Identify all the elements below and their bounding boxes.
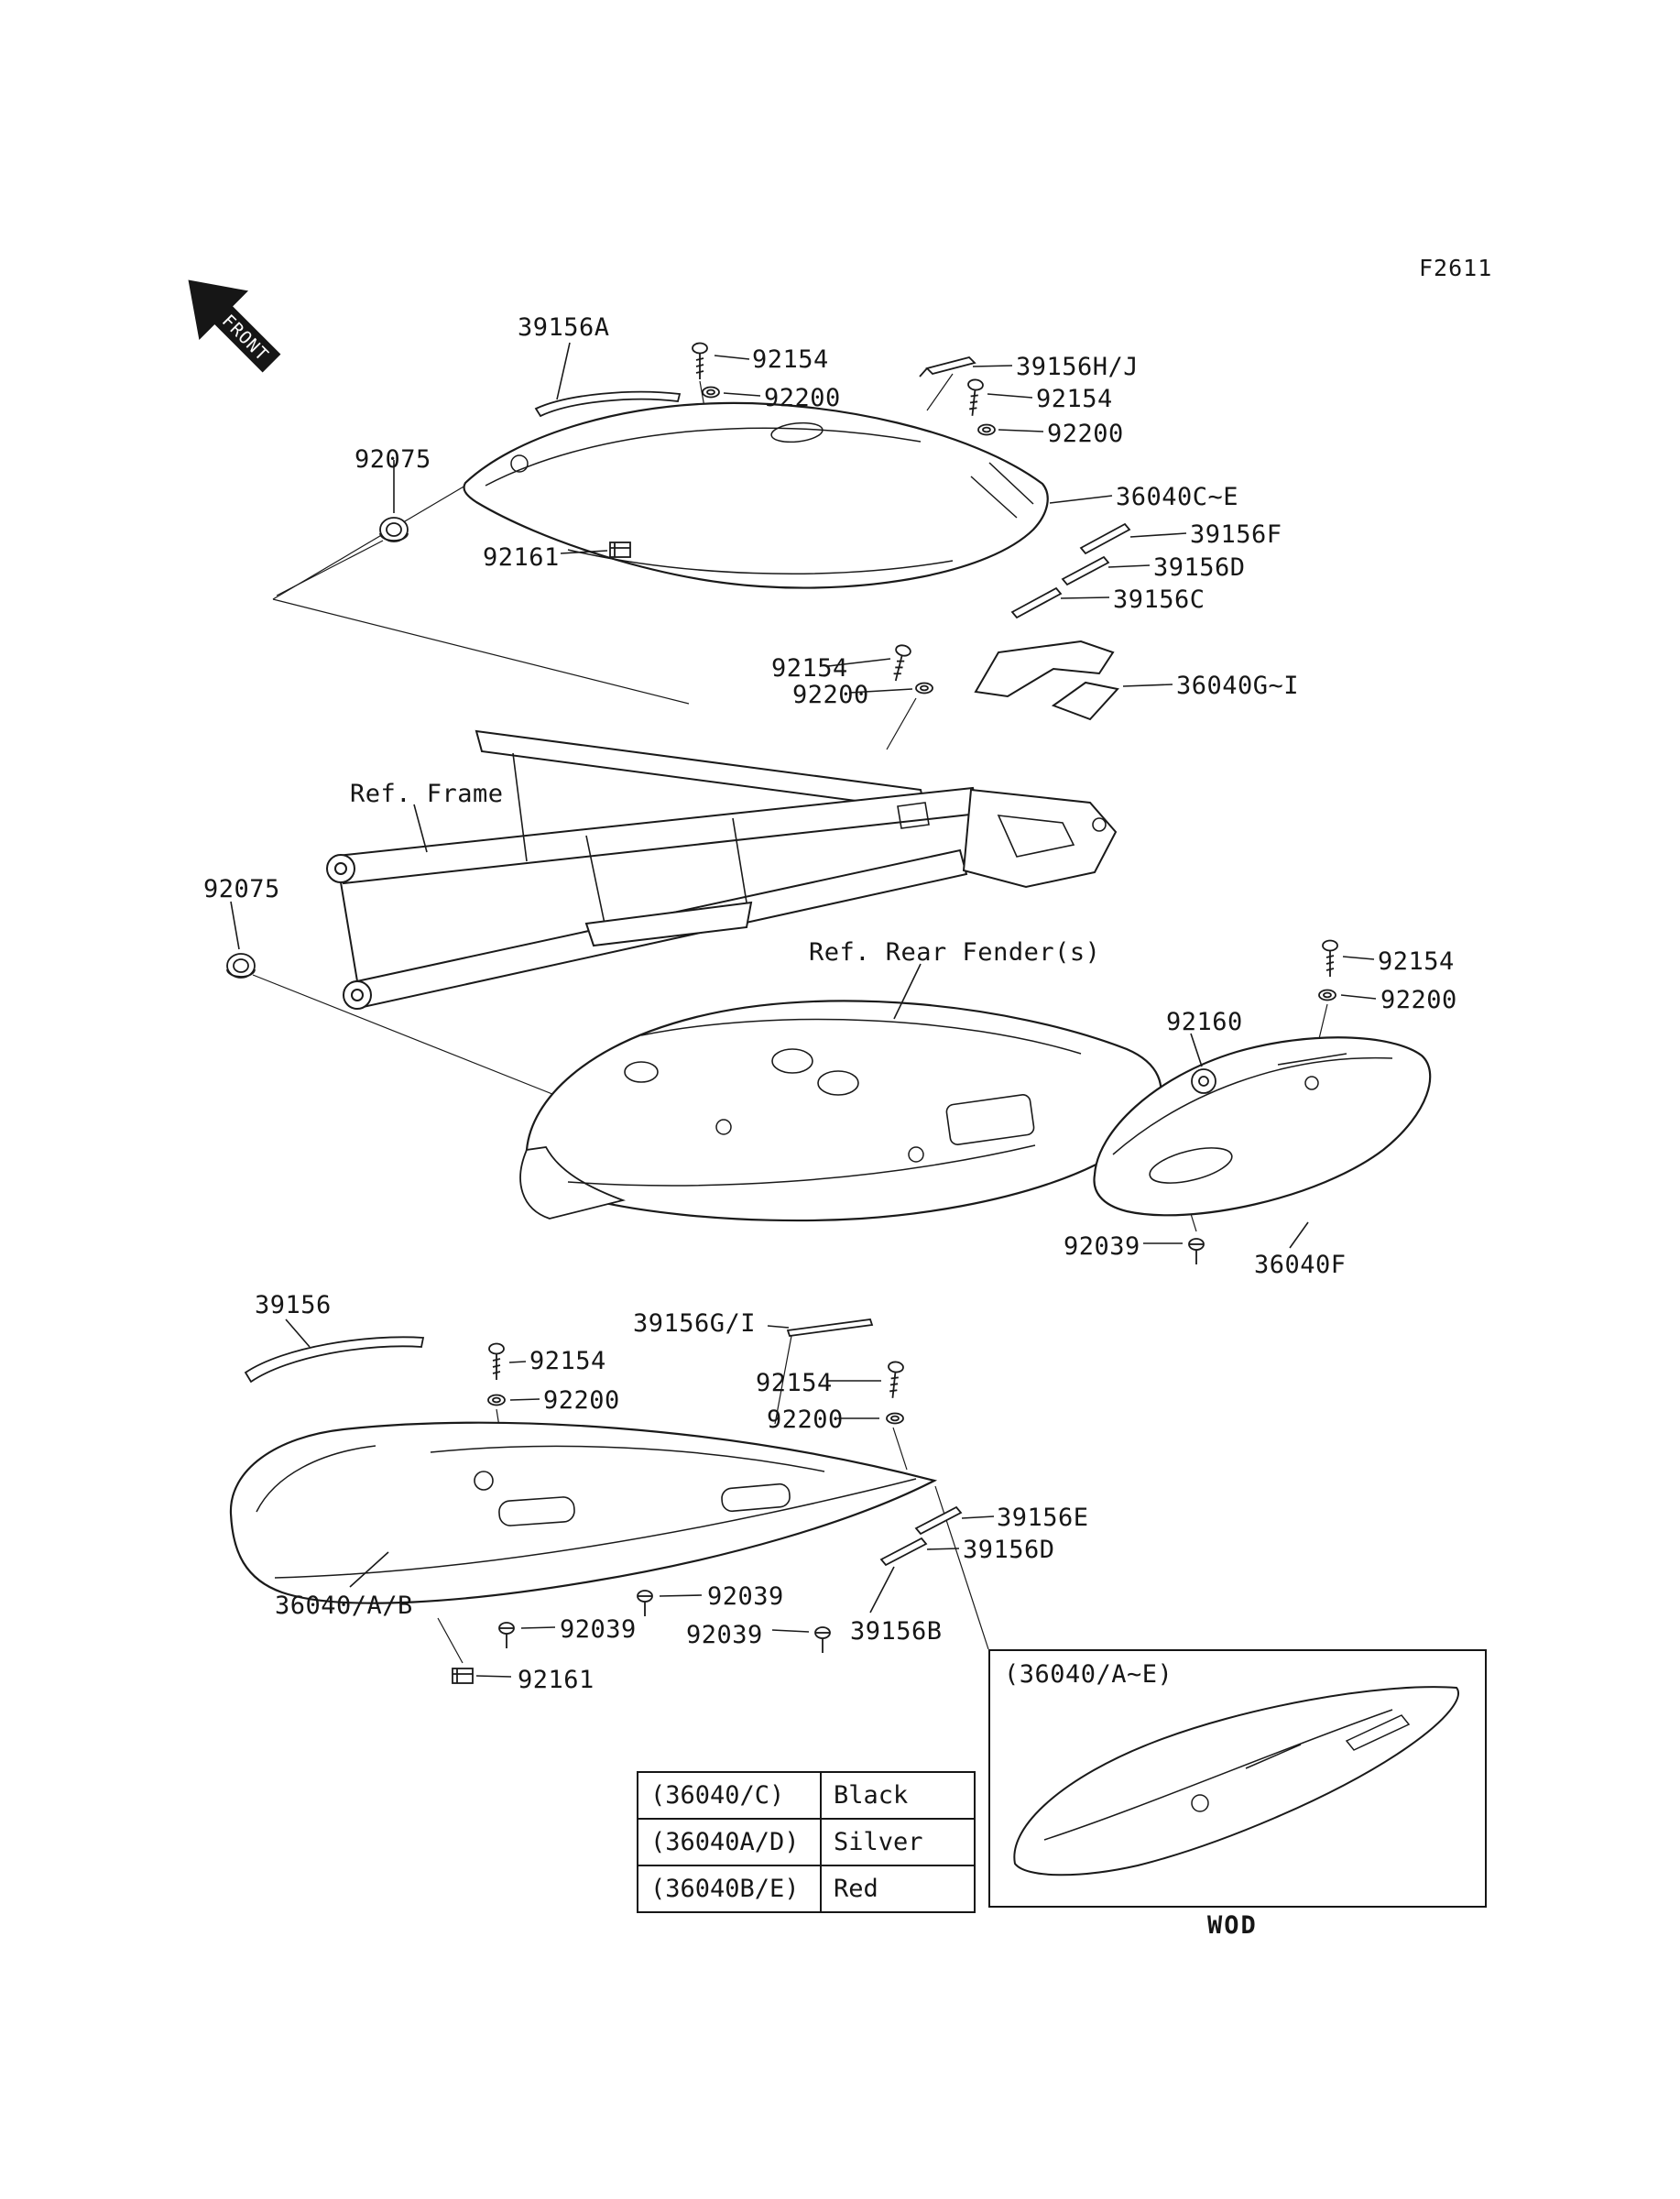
part-label-92154: 92154 [771,654,848,683]
part-label-39156D: 39156D [963,1536,1055,1564]
trim-strip-39156HJ [919,356,976,377]
washer-icon [702,386,720,399]
model-cell: (36040A/D) [637,1818,822,1866]
part-label-92161: 92161 [483,543,560,572]
model-cell: (36040/C) [637,1771,822,1820]
color-table-row: (36040A/D) Silver [637,1818,976,1866]
ref-label-frame: Ref. Frame [350,780,504,808]
part-label-92075: 92075 [203,875,280,903]
washer-icon [487,1394,506,1406]
part-label-92154: 92154 [529,1347,606,1375]
leader-lines [230,342,1377,1678]
trim-strips-upper-right [1010,522,1131,619]
part-label-92200: 92200 [1047,420,1124,448]
trim-strip-39156 [244,1336,425,1384]
part-label-39156A: 39156A [518,313,610,342]
bolt-icon [814,1626,831,1654]
color-cell: Black [820,1771,976,1820]
part-label-36040GI: 36040G~I [1176,672,1300,700]
part-label-92200: 92200 [1380,986,1457,1014]
grommet-icon [226,953,256,979]
damper-icon [1191,1068,1216,1094]
part-label-36040AB: 36040/A/B [275,1592,413,1620]
inset-box [988,1649,1487,1908]
part-label-39156B: 39156B [850,1617,943,1646]
color-cell: Red [820,1865,976,1913]
part-label-39156F: 39156F [1190,520,1282,549]
inset-cover-drawing [1013,1686,1459,1876]
part-label-92154: 92154 [752,345,829,374]
color-table-row: (36040/C) Black [637,1771,976,1820]
screw-icon [1322,939,1338,978]
bolt-icon [1188,1238,1205,1265]
part-label-92200: 92200 [764,384,841,412]
part-label-39156C: 39156C [1113,585,1205,614]
grommet-icon [379,517,409,542]
part-label-39156E: 39156E [997,1504,1089,1532]
rear-fender-drawing [519,1000,1162,1222]
part-label-92154: 92154 [1378,947,1455,976]
part-label-36040CE: 36040C~E [1116,483,1239,511]
inset-label: (36040/A~E) [1004,1660,1173,1689]
part-label-39156HJ: 39156H/J [1016,353,1140,381]
figure-code: F2611 [1419,255,1493,281]
screw-icon [488,1342,505,1381]
part-label-39156: 39156 [255,1291,332,1319]
tail-cover-36040F-drawing [1093,1036,1432,1217]
washer-icon [977,423,996,436]
model-cell: (36040B/E) [637,1865,822,1913]
part-label-92200: 92200 [792,681,869,709]
part-label-92154: 92154 [1036,385,1113,413]
screw-icon [692,342,708,380]
part-label-39156D: 39156D [1153,553,1246,582]
screw-icon [884,1360,905,1400]
part-label-92161: 92161 [518,1666,595,1694]
screw-icon [888,642,912,684]
washer-icon [886,1412,904,1425]
construction-lines [252,373,1328,1664]
part-label-39156GI: 39156G/I [633,1309,757,1338]
clip-nut-icon [452,1668,474,1684]
part-label-92039: 92039 [686,1621,763,1649]
trim-strip-39156A [534,390,682,418]
part-label-92039: 92039 [707,1582,784,1611]
bolt-icon [498,1622,515,1649]
part-label-92200: 92200 [543,1386,620,1415]
bolt-icon [637,1590,653,1617]
clip-nut-icon [609,542,631,558]
part-label-92039: 92039 [560,1615,637,1644]
color-table-row: (36040B/E) Red [637,1865,976,1913]
color-cell: Silver [820,1818,976,1866]
footer-code: WOD [1207,1911,1258,1940]
part-label-36040F: 36040F [1254,1251,1347,1279]
trim-strips-lower-right [879,1505,963,1567]
screw-icon [964,377,985,418]
lower-side-cover-drawing [229,1421,938,1604]
trim-strip-39156GI [786,1318,874,1337]
bracket-36040GI-drawing [974,640,1119,721]
part-label-92154: 92154 [756,1369,833,1397]
frame-drawing [326,729,1118,1010]
part-label-92039: 92039 [1064,1232,1140,1261]
part-label-92200: 92200 [767,1406,844,1434]
ref-label-rear-fender: Ref. Rear Fender(s) [809,938,1101,967]
part-label-92075: 92075 [355,445,431,474]
part-label-92160: 92160 [1166,1008,1243,1036]
color-table: (36040/C) Black (36040A/D) Silver (36040… [637,1771,976,1913]
washer-icon [1318,989,1336,1001]
washer-icon [915,682,933,695]
front-arrow-icon: FRONT [188,279,281,373]
